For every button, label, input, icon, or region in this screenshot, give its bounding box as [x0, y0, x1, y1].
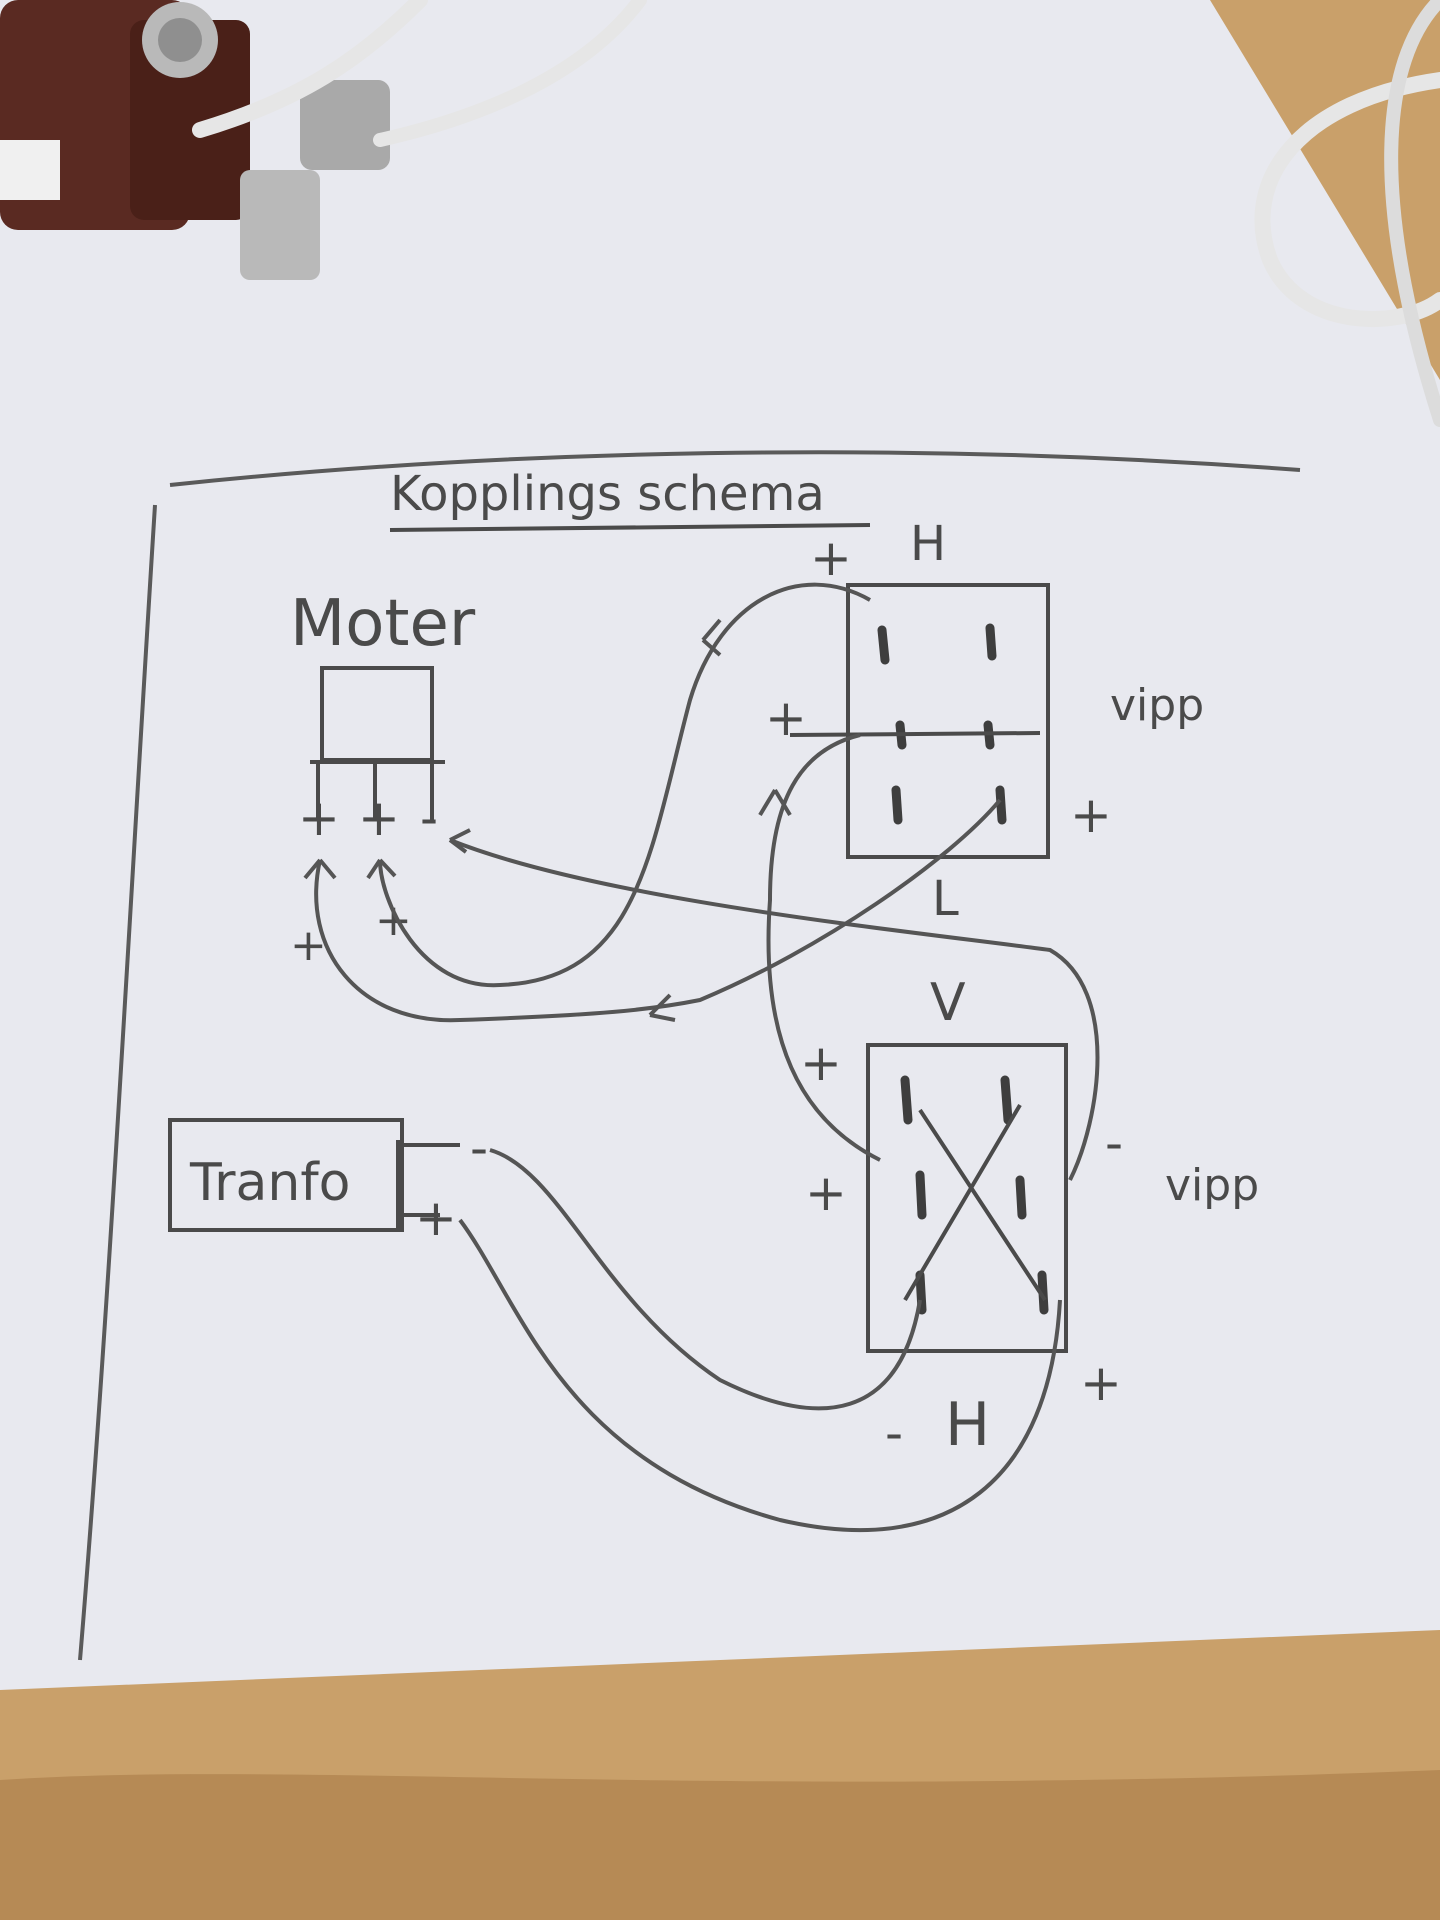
- arrow-head-6: [758, 788, 792, 817]
- wire-switch-top-to-motor-2: [378, 582, 871, 988]
- switch-top-group: H + + + vipp L: [765, 516, 1204, 927]
- switch-bottom-side-label: vipp: [1165, 1160, 1259, 1211]
- paper-sheet: [0, 0, 1440, 1690]
- switch-bottom-label-bottom: H: [945, 1390, 990, 1460]
- switch-bottom-cross-wires: [903, 1103, 1047, 1302]
- transformer-terminal-2: +: [415, 1189, 457, 1247]
- switch-top-mark-1: +: [810, 529, 852, 587]
- transformer-leads: [396, 1140, 460, 1230]
- switch-top-label-bottom: L: [932, 871, 959, 927]
- switch-bottom-mark-5: +: [1080, 1354, 1122, 1412]
- motor-label: Moter: [290, 587, 476, 661]
- switch-bottom-mark-3: -: [1105, 1114, 1123, 1172]
- wire-transformer-plus: [458, 1218, 1062, 1533]
- switch-bottom-label-top: V: [930, 973, 966, 1033]
- cable-white-top: [192, 0, 428, 138]
- arrow-head-5: [648, 993, 676, 1022]
- switch-bottom-mark-4: -: [885, 1404, 903, 1462]
- cable-white-right: [1254, 72, 1440, 327]
- switch-bottom-mark-2: +: [805, 1164, 847, 1222]
- motor-group: Moter + + - + +: [290, 587, 476, 971]
- wire-transformer-minus: [489, 1148, 922, 1411]
- motor-leads: [310, 760, 445, 820]
- arrow-head-4: [448, 828, 471, 854]
- transformer-box: [168, 1118, 404, 1232]
- cable-white-middle: [373, 0, 647, 147]
- wire-motor-minus-to-switch-bottom: [449, 838, 1100, 1181]
- switch-top-label-top: H: [910, 516, 946, 572]
- wire-switch-top-to-motor-1: [314, 798, 1002, 1023]
- cable-white-right-2: [1384, 0, 1440, 427]
- transformer-group: Tranfo - +: [168, 1118, 488, 1247]
- switch-top-crossbar: [789, 731, 1041, 737]
- switch-top-mark-3: +: [1070, 786, 1112, 844]
- switch-bottom-pins: [900, 1075, 1049, 1315]
- wires: [303, 582, 1100, 1533]
- toggle-switch-hardware: [0, 0, 390, 280]
- switch-top-box: [846, 583, 1050, 859]
- arrow-head-2: [303, 858, 337, 880]
- motor-lower-mark-2: +: [375, 895, 412, 946]
- switch-bottom-mark-1: +: [800, 1034, 842, 1092]
- arrow-head-1: [701, 618, 722, 657]
- motor-terminal-1: +: [298, 789, 340, 847]
- transformer-terminal-1: -: [470, 1119, 488, 1177]
- motor-terminal-3: -: [420, 789, 438, 847]
- frame-left-line: [78, 504, 157, 1661]
- diagram-title: Kopplings schema: [390, 466, 825, 522]
- motor-terminal-2: +: [358, 789, 400, 847]
- wire-switch-top-to-switch-bottom: [766, 733, 881, 1162]
- arrow-head-3: [366, 858, 397, 880]
- switch-bottom-box: [866, 1043, 1068, 1353]
- title-underline: [389, 523, 871, 532]
- switch-bottom-group: V + + - - + vipp H: [800, 973, 1259, 1462]
- desk-shadow: [0, 1770, 1440, 1920]
- transformer-label: Tranfo: [189, 1153, 350, 1213]
- switch-top-mark-2: +: [765, 689, 807, 747]
- frame-top-line: [169, 450, 1301, 487]
- switch-top-side-label: vipp: [1110, 680, 1204, 731]
